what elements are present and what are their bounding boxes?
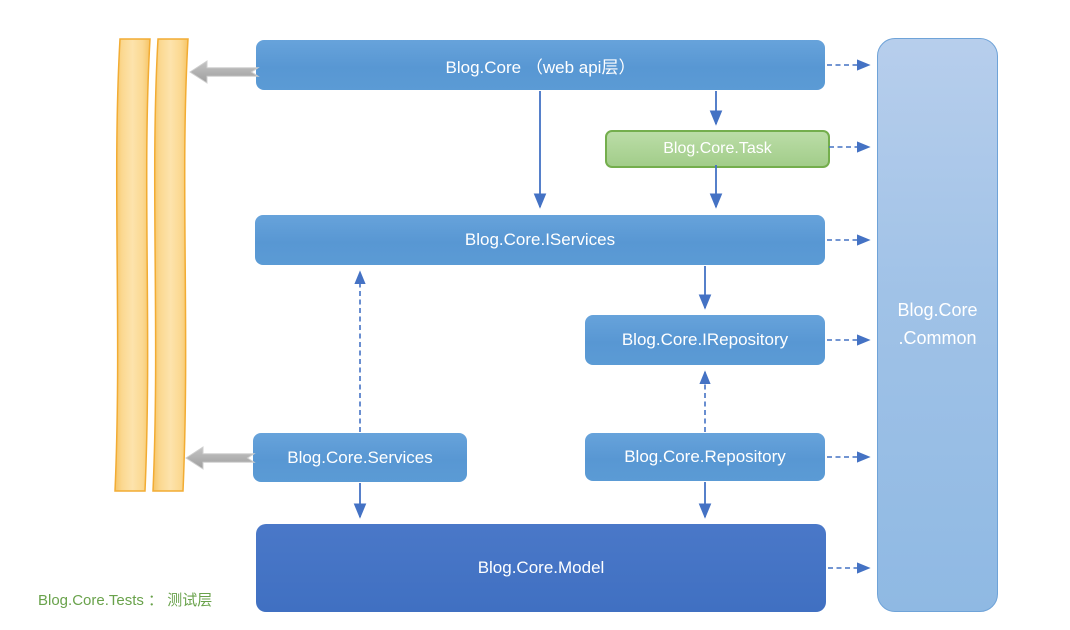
node-blog-core-common: Blog.Core .Common — [877, 38, 998, 612]
node-blog-core-services: Blog.Core.Services — [253, 433, 467, 482]
legend-line-tests: Blog.Core.Tests ： 测试层 — [38, 592, 213, 609]
legend: Blog.Core.Tests ： 测试层 Blog.Core.Frame： 模… — [38, 548, 216, 630]
node-blog-core-iservices: Blog.Core.IServices — [255, 215, 825, 265]
node-blog-core-irepository: Blog.Core.IRepository — [585, 315, 825, 365]
ribbon-label-log-aop: Log.AOP — [159, 228, 176, 296]
node-blog-core-model: Blog.Core.Model — [256, 524, 826, 612]
gray-arrow-webapi-to-aop — [189, 60, 260, 84]
node-blog-core-webapi: Blog.Core （web api层） — [256, 40, 825, 90]
common-label-line2: .Common — [898, 328, 977, 348]
common-label-line1: Blog.Core — [897, 300, 978, 321]
node-blog-core-task: Blog.Core.Task — [605, 130, 830, 168]
gray-arrow-services-to-aop — [185, 446, 256, 470]
node-blog-core-repository: Blog.Core.Repository — [585, 433, 825, 481]
ribbon-label-cache-aop: Cache.AOP — [121, 206, 138, 295]
